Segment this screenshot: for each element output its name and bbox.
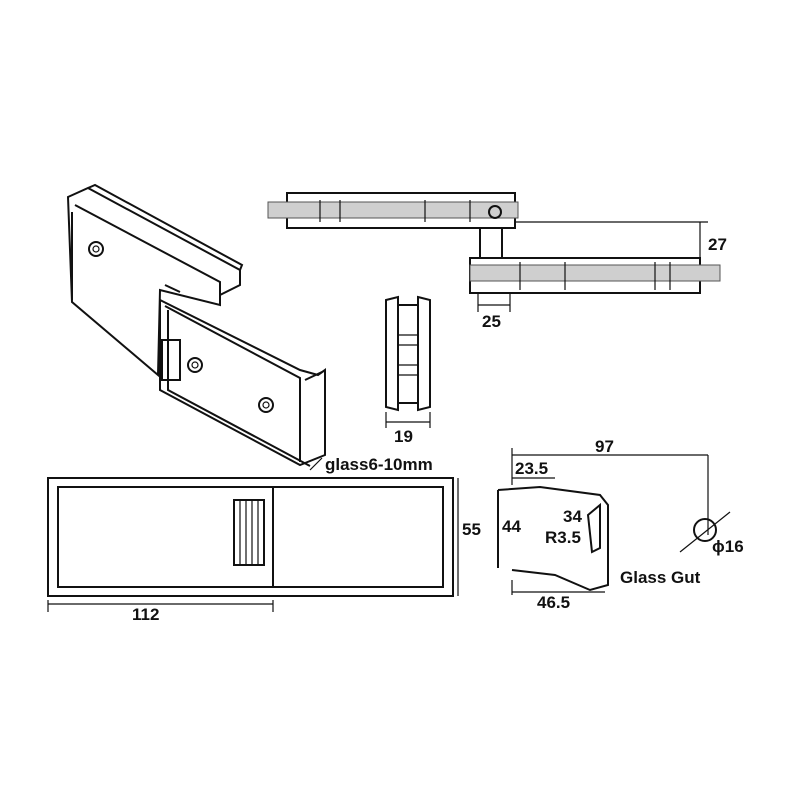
dimension-label-phi16: ϕ16 bbox=[712, 537, 744, 556]
dimension-label-27: 27 bbox=[708, 235, 727, 254]
cross-section-view: 19 bbox=[385, 295, 431, 446]
top-plan-view: 27 25 bbox=[267, 192, 727, 331]
dimension-label-112: 112 bbox=[132, 605, 159, 624]
mounting-hole bbox=[187, 357, 203, 373]
dimension-label-19: 19 bbox=[394, 427, 413, 446]
mounting-hole bbox=[258, 397, 274, 413]
dimension-label-34: 34 bbox=[563, 507, 582, 526]
dimension-label-r3-5: R3.5 bbox=[545, 528, 581, 547]
dimension-label-23-5: 23.5 bbox=[515, 459, 548, 478]
glass-gut-label: Glass Gut bbox=[620, 568, 701, 587]
glass-gut-profile: 97 23.5 44 34 R3.5 46.5 ϕ16 Glass Gut bbox=[497, 437, 744, 612]
mounting-hole bbox=[88, 241, 104, 257]
front-elevation-view: 112 55 bbox=[47, 477, 481, 624]
isometric-hinge-view bbox=[66, 183, 326, 467]
dimension-label-46-5: 46.5 bbox=[537, 593, 570, 612]
dimension-label-55: 55 bbox=[462, 520, 481, 539]
dimension-label-97: 97 bbox=[595, 437, 614, 456]
dimension-label-44: 44 bbox=[502, 517, 521, 536]
hole-symbol bbox=[693, 518, 717, 542]
dimension-label-25: 25 bbox=[482, 312, 501, 331]
glass-thickness-label: glass6-10mm bbox=[325, 455, 433, 474]
